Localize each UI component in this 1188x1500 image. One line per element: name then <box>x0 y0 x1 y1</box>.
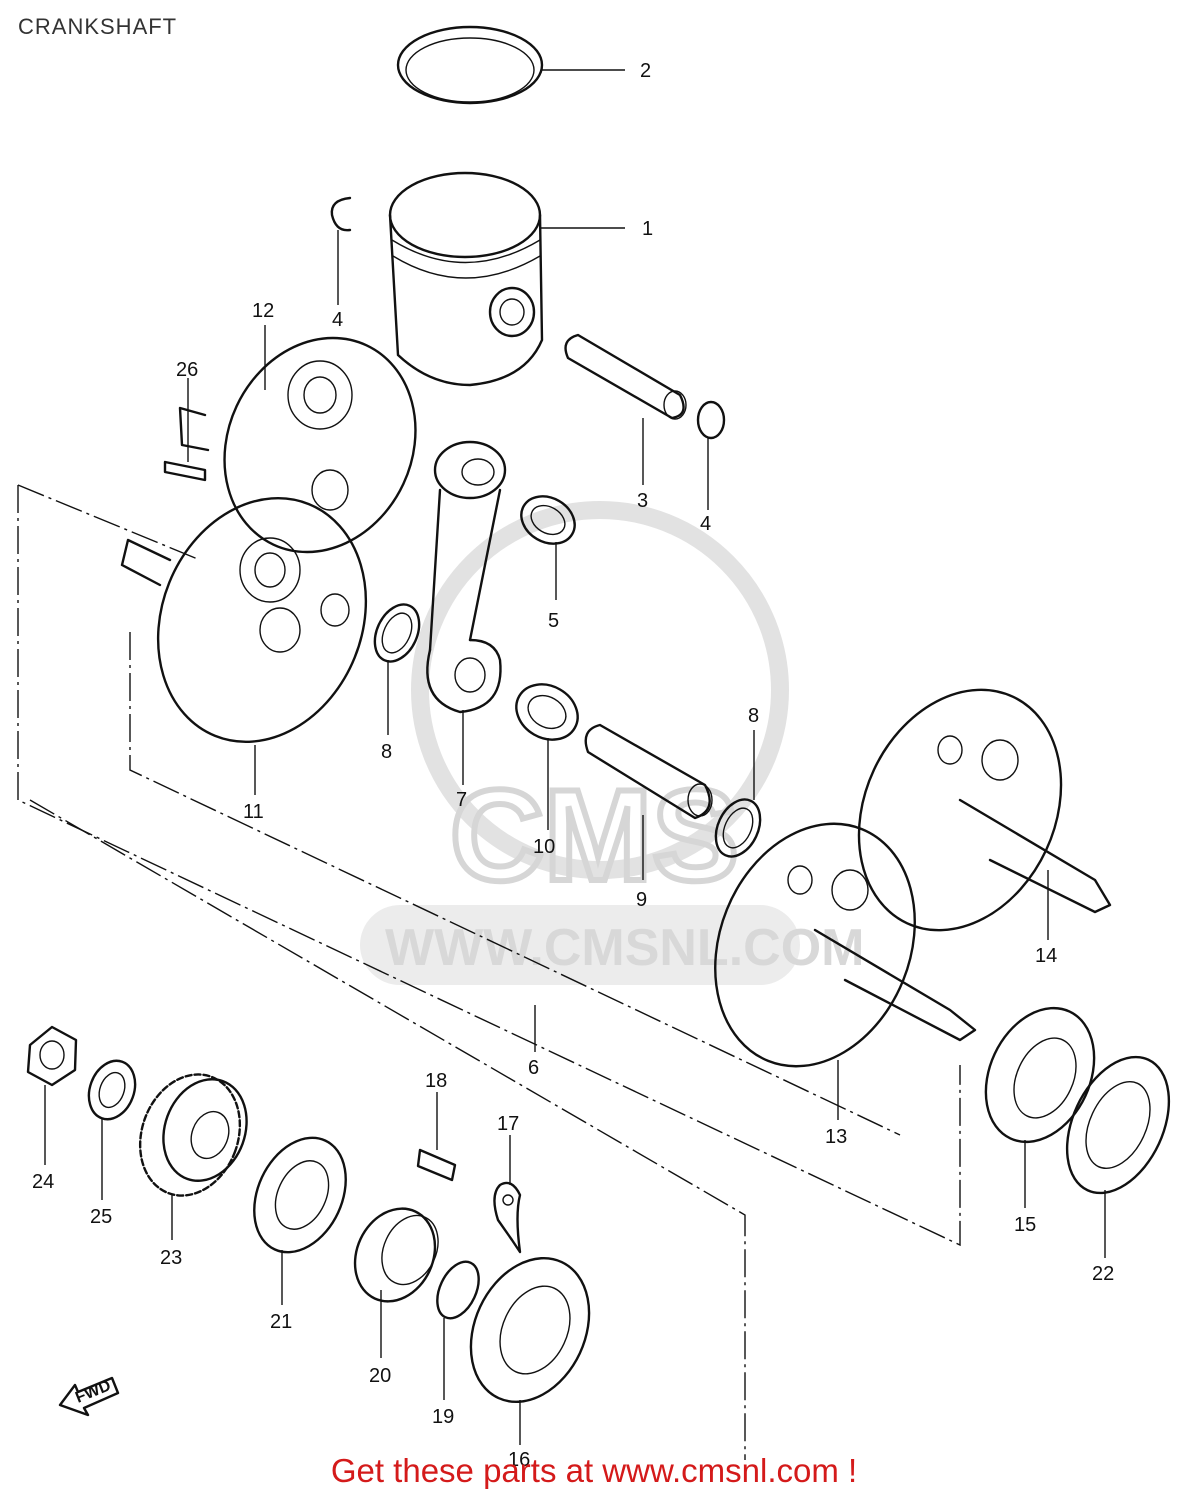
connecting-rod <box>426 440 507 714</box>
callout-4-right: 4 <box>700 513 711 535</box>
callout-20: 20 <box>369 1365 391 1387</box>
callout-19: 19 <box>432 1406 454 1428</box>
callout-15: 15 <box>1014 1214 1036 1236</box>
footer-cta[interactable]: Get these parts at www.cmsnl.com ! <box>330 1452 858 1489</box>
woodruff-key <box>163 460 207 482</box>
leader-lines <box>44 69 1106 1445</box>
crankshaft-nut <box>26 1025 78 1087</box>
callout-6: 6 <box>528 1057 539 1079</box>
callout-21: 21 <box>270 1311 292 1333</box>
callout-18: 18 <box>425 1070 447 1092</box>
callout-2: 2 <box>640 60 651 82</box>
main-bearing-right <box>984 1006 1096 1144</box>
callout-24: 24 <box>32 1171 54 1193</box>
callout-14: 14 <box>1035 945 1057 967</box>
assembly-outline <box>17 484 961 1460</box>
small-end-bearing <box>520 495 576 545</box>
callout-25: 25 <box>90 1206 112 1228</box>
right-crank-web-front <box>714 822 977 1068</box>
page-title: CRANKSHAFT <box>18 14 178 39</box>
circlip-left <box>330 196 352 232</box>
oil-seal-left <box>253 1136 347 1254</box>
direction-label: FWD <box>73 1377 113 1406</box>
callout-7: 7 <box>456 789 467 811</box>
piston-pin <box>564 333 687 420</box>
bolt <box>416 1148 457 1182</box>
callout-23: 23 <box>160 1247 182 1269</box>
piston <box>388 171 544 387</box>
oil-seal-right <box>1065 1055 1171 1195</box>
callout-12: 12 <box>252 300 274 322</box>
piston-ring <box>396 25 544 105</box>
bearing-retainer <box>493 1181 522 1254</box>
left-crank-web-front <box>120 496 368 744</box>
crank-pin <box>584 723 713 820</box>
callout-8-left: 8 <box>381 741 392 763</box>
spacer-collar <box>353 1207 439 1303</box>
callout-3: 3 <box>637 490 648 512</box>
callout-11: 11 <box>243 801 264 823</box>
thrust-washer-right <box>714 798 762 858</box>
callout-13: 13 <box>825 1126 847 1148</box>
right-crank-web-rear <box>857 688 1112 932</box>
circlip-right <box>696 400 726 440</box>
thrust-washer-left <box>373 603 421 663</box>
o-ring <box>436 1260 480 1320</box>
callout-4-left: 4 <box>332 309 343 331</box>
callout-1: 1 <box>642 218 653 240</box>
callout-labels: 2 1 4 3 4 12 26 5 8 8 7 10 9 11 14 13 15… <box>32 60 1114 1471</box>
callout-10: 10 <box>533 836 555 858</box>
callout-5: 5 <box>548 610 559 632</box>
main-bearing-left <box>469 1256 591 1404</box>
big-end-bearing <box>515 683 579 741</box>
watermark-url: WWW.CMSNL.COM <box>385 919 864 977</box>
callout-17: 17 <box>497 1113 519 1135</box>
callout-9: 9 <box>636 889 647 911</box>
callout-26: 26 <box>176 359 198 381</box>
callout-22: 22 <box>1092 1263 1114 1285</box>
callout-16: 16 <box>508 1449 530 1471</box>
callout-8-right: 8 <box>748 705 759 727</box>
lock-washer <box>87 1059 137 1121</box>
watermark-brand: CMS <box>450 762 739 908</box>
forward-arrow: FWD <box>58 1376 120 1417</box>
primary-drive-gear <box>138 1073 248 1197</box>
left-crank-web-rear <box>178 336 417 554</box>
watermark: CMS WWW.CMSNL.COM <box>360 501 864 985</box>
